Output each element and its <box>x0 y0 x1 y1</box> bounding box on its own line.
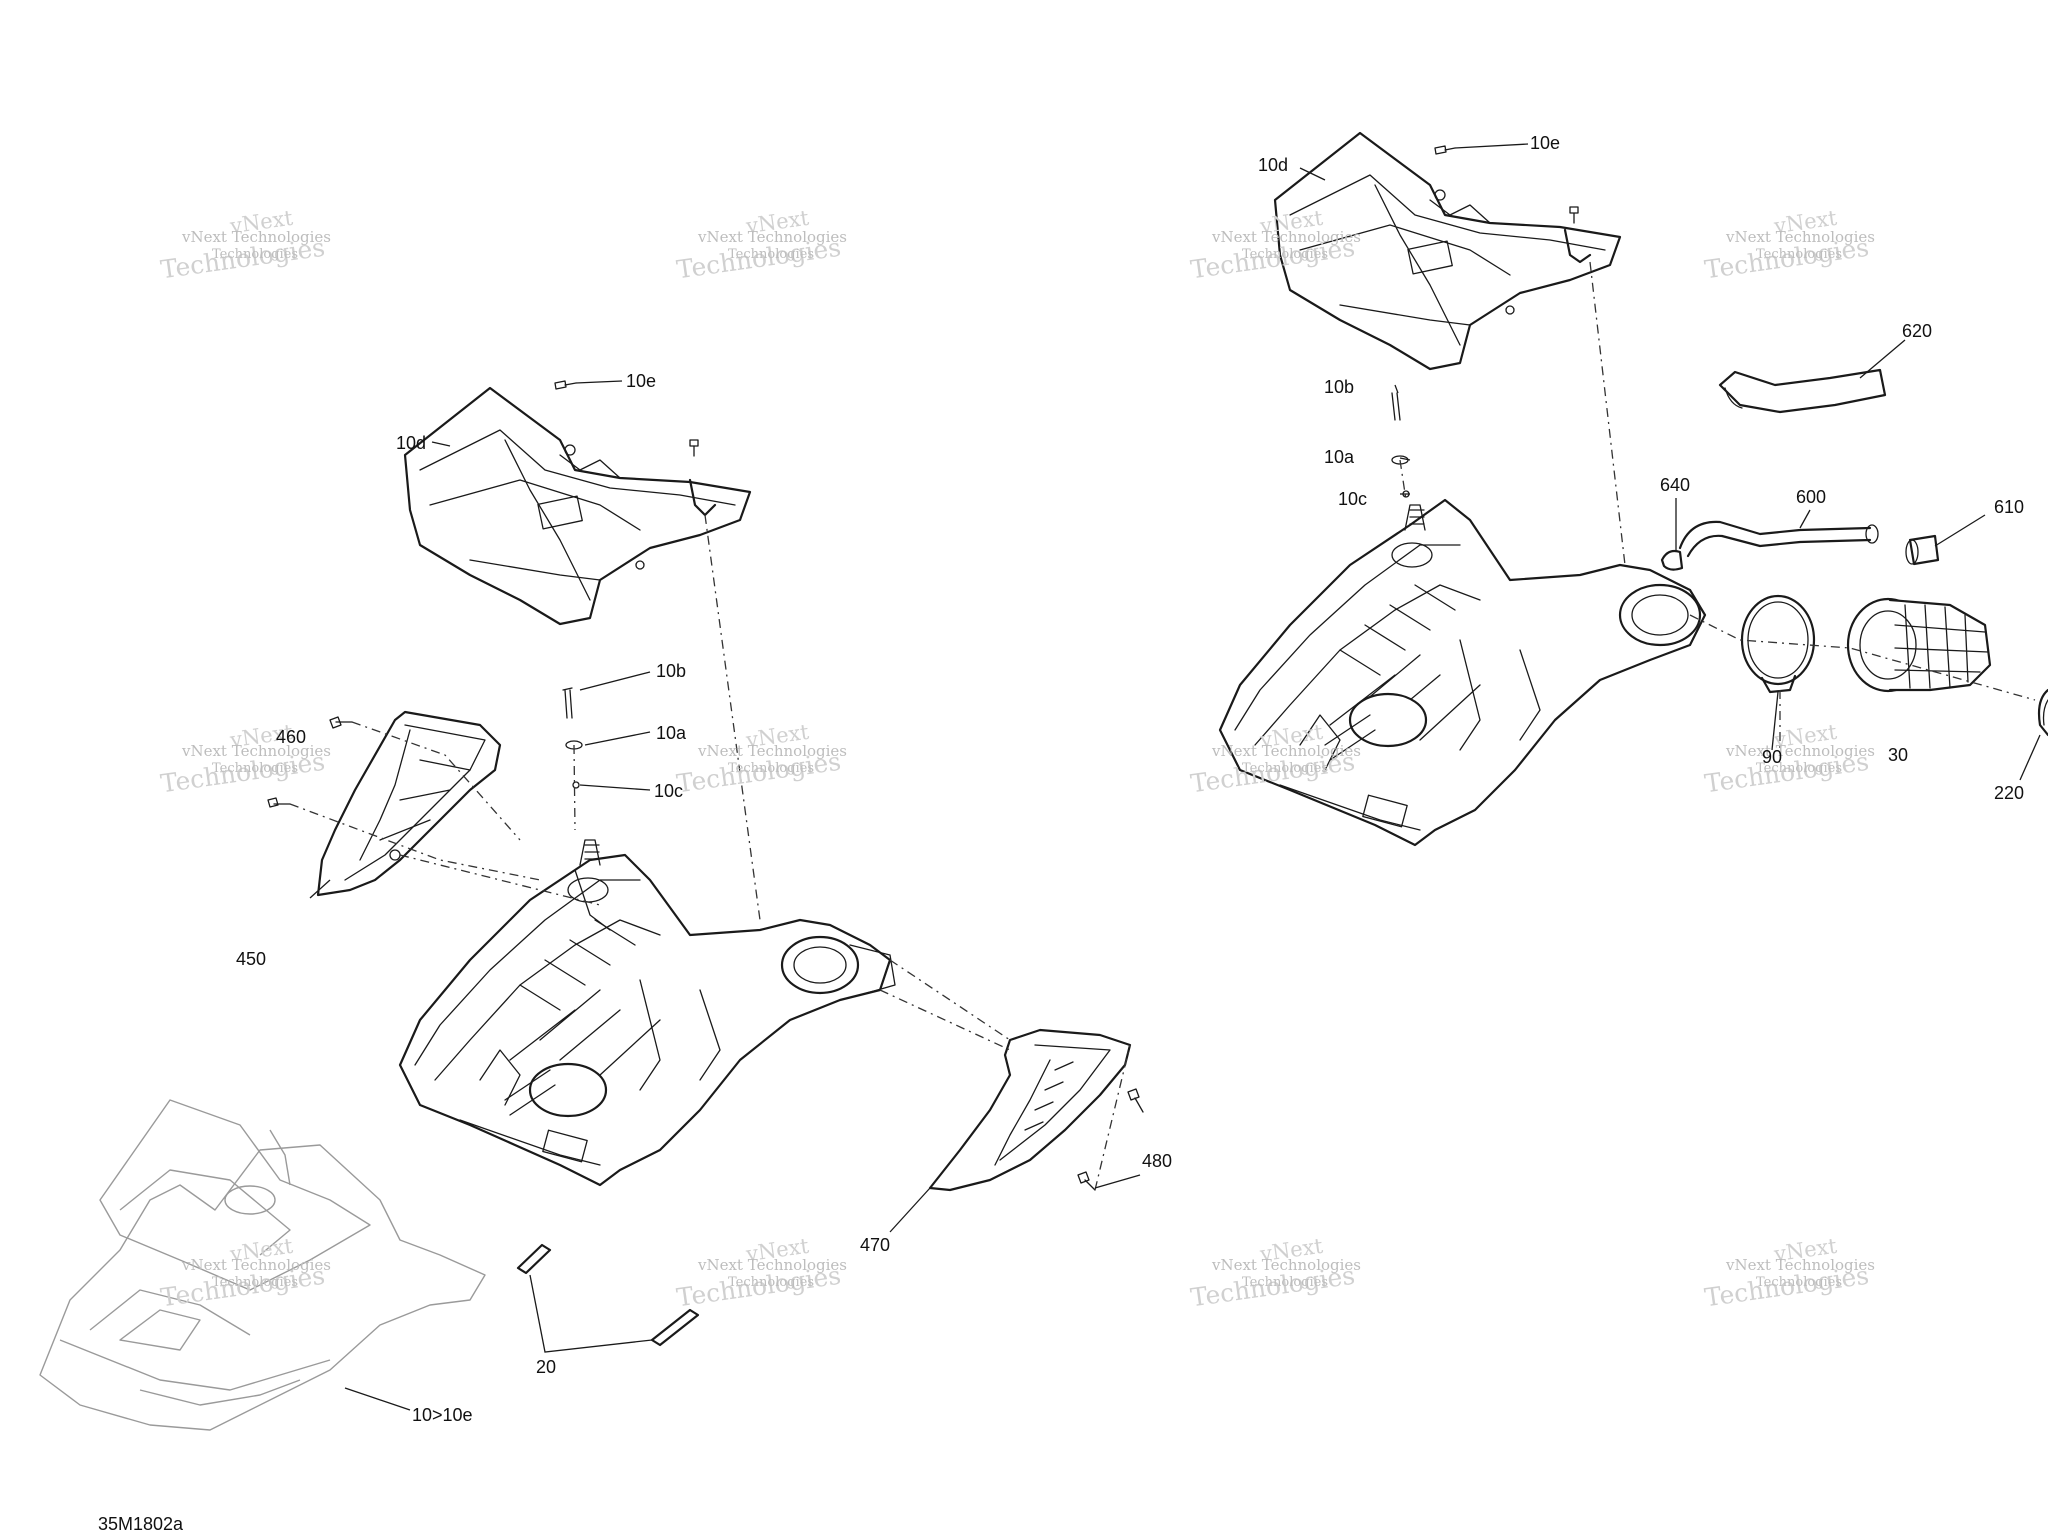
callout-10e-right: 10e <box>1530 133 1561 153</box>
part-10-assembly-ghost <box>39 1099 486 1431</box>
callout-470: 470 <box>860 1235 891 1255</box>
drawing-code: 35M1802a <box>98 1514 184 1534</box>
callout-10d-left: 10d <box>396 433 427 453</box>
part-20-clips <box>516 1243 700 1347</box>
part-10d-left <box>403 386 752 626</box>
callout-90: 90 <box>1762 747 1783 767</box>
callout-20: 20 <box>536 1357 557 1377</box>
callout-10a-right: 10a <box>1324 447 1355 467</box>
callout-220: 220 <box>1994 783 2025 803</box>
part-10d-right <box>1273 131 1622 371</box>
alignment-lines-right <box>1399 261 2036 750</box>
callout-10b-left: 10b <box>656 661 687 681</box>
part-610-fitting <box>1905 534 1940 566</box>
callout-10e-left: 10e <box>626 371 657 391</box>
callout-10-to-10e: 10>10e <box>412 1405 473 1425</box>
part-450-duct <box>316 710 502 897</box>
part-600-hose <box>1678 520 1879 558</box>
callout-640: 640 <box>1660 475 1691 495</box>
part-10e-left-screws <box>554 380 717 517</box>
leader-lines-left <box>309 380 1141 1411</box>
callout-450: 450 <box>236 949 267 969</box>
callout-620: 620 <box>1902 321 1933 341</box>
airbox-main-right <box>1218 498 1707 847</box>
part-620-hose <box>1718 368 1887 414</box>
callout-10a-left: 10a <box>656 723 687 743</box>
part-470-duct <box>928 1028 1132 1192</box>
callout-460: 460 <box>276 727 307 747</box>
callout-480: 480 <box>1142 1151 1173 1171</box>
callout-10c-left: 10c <box>654 781 684 801</box>
callout-10c-right: 10c <box>1338 489 1368 509</box>
part-10e-right-screws <box>1434 145 1592 264</box>
part-10abc-right <box>1391 392 1410 498</box>
callout-30: 30 <box>1888 745 1909 765</box>
part-460-screws <box>267 716 353 808</box>
leader-lines-right <box>1299 143 2041 781</box>
airbox-main-left <box>398 839 896 1187</box>
alignment-lines-left <box>289 514 1131 1191</box>
callout-600: 600 <box>1796 487 1827 507</box>
part-10abc-left <box>562 687 583 789</box>
callout-10d-right: 10d <box>1258 155 1289 175</box>
part-640-clamp <box>1660 549 1684 571</box>
part-30-filter <box>1846 597 1992 693</box>
part-480-screws <box>1077 1088 1144 1191</box>
callout-10b-right: 10b <box>1324 377 1355 397</box>
part-220 <box>2037 688 2048 737</box>
callout-610: 610 <box>1994 497 2025 517</box>
